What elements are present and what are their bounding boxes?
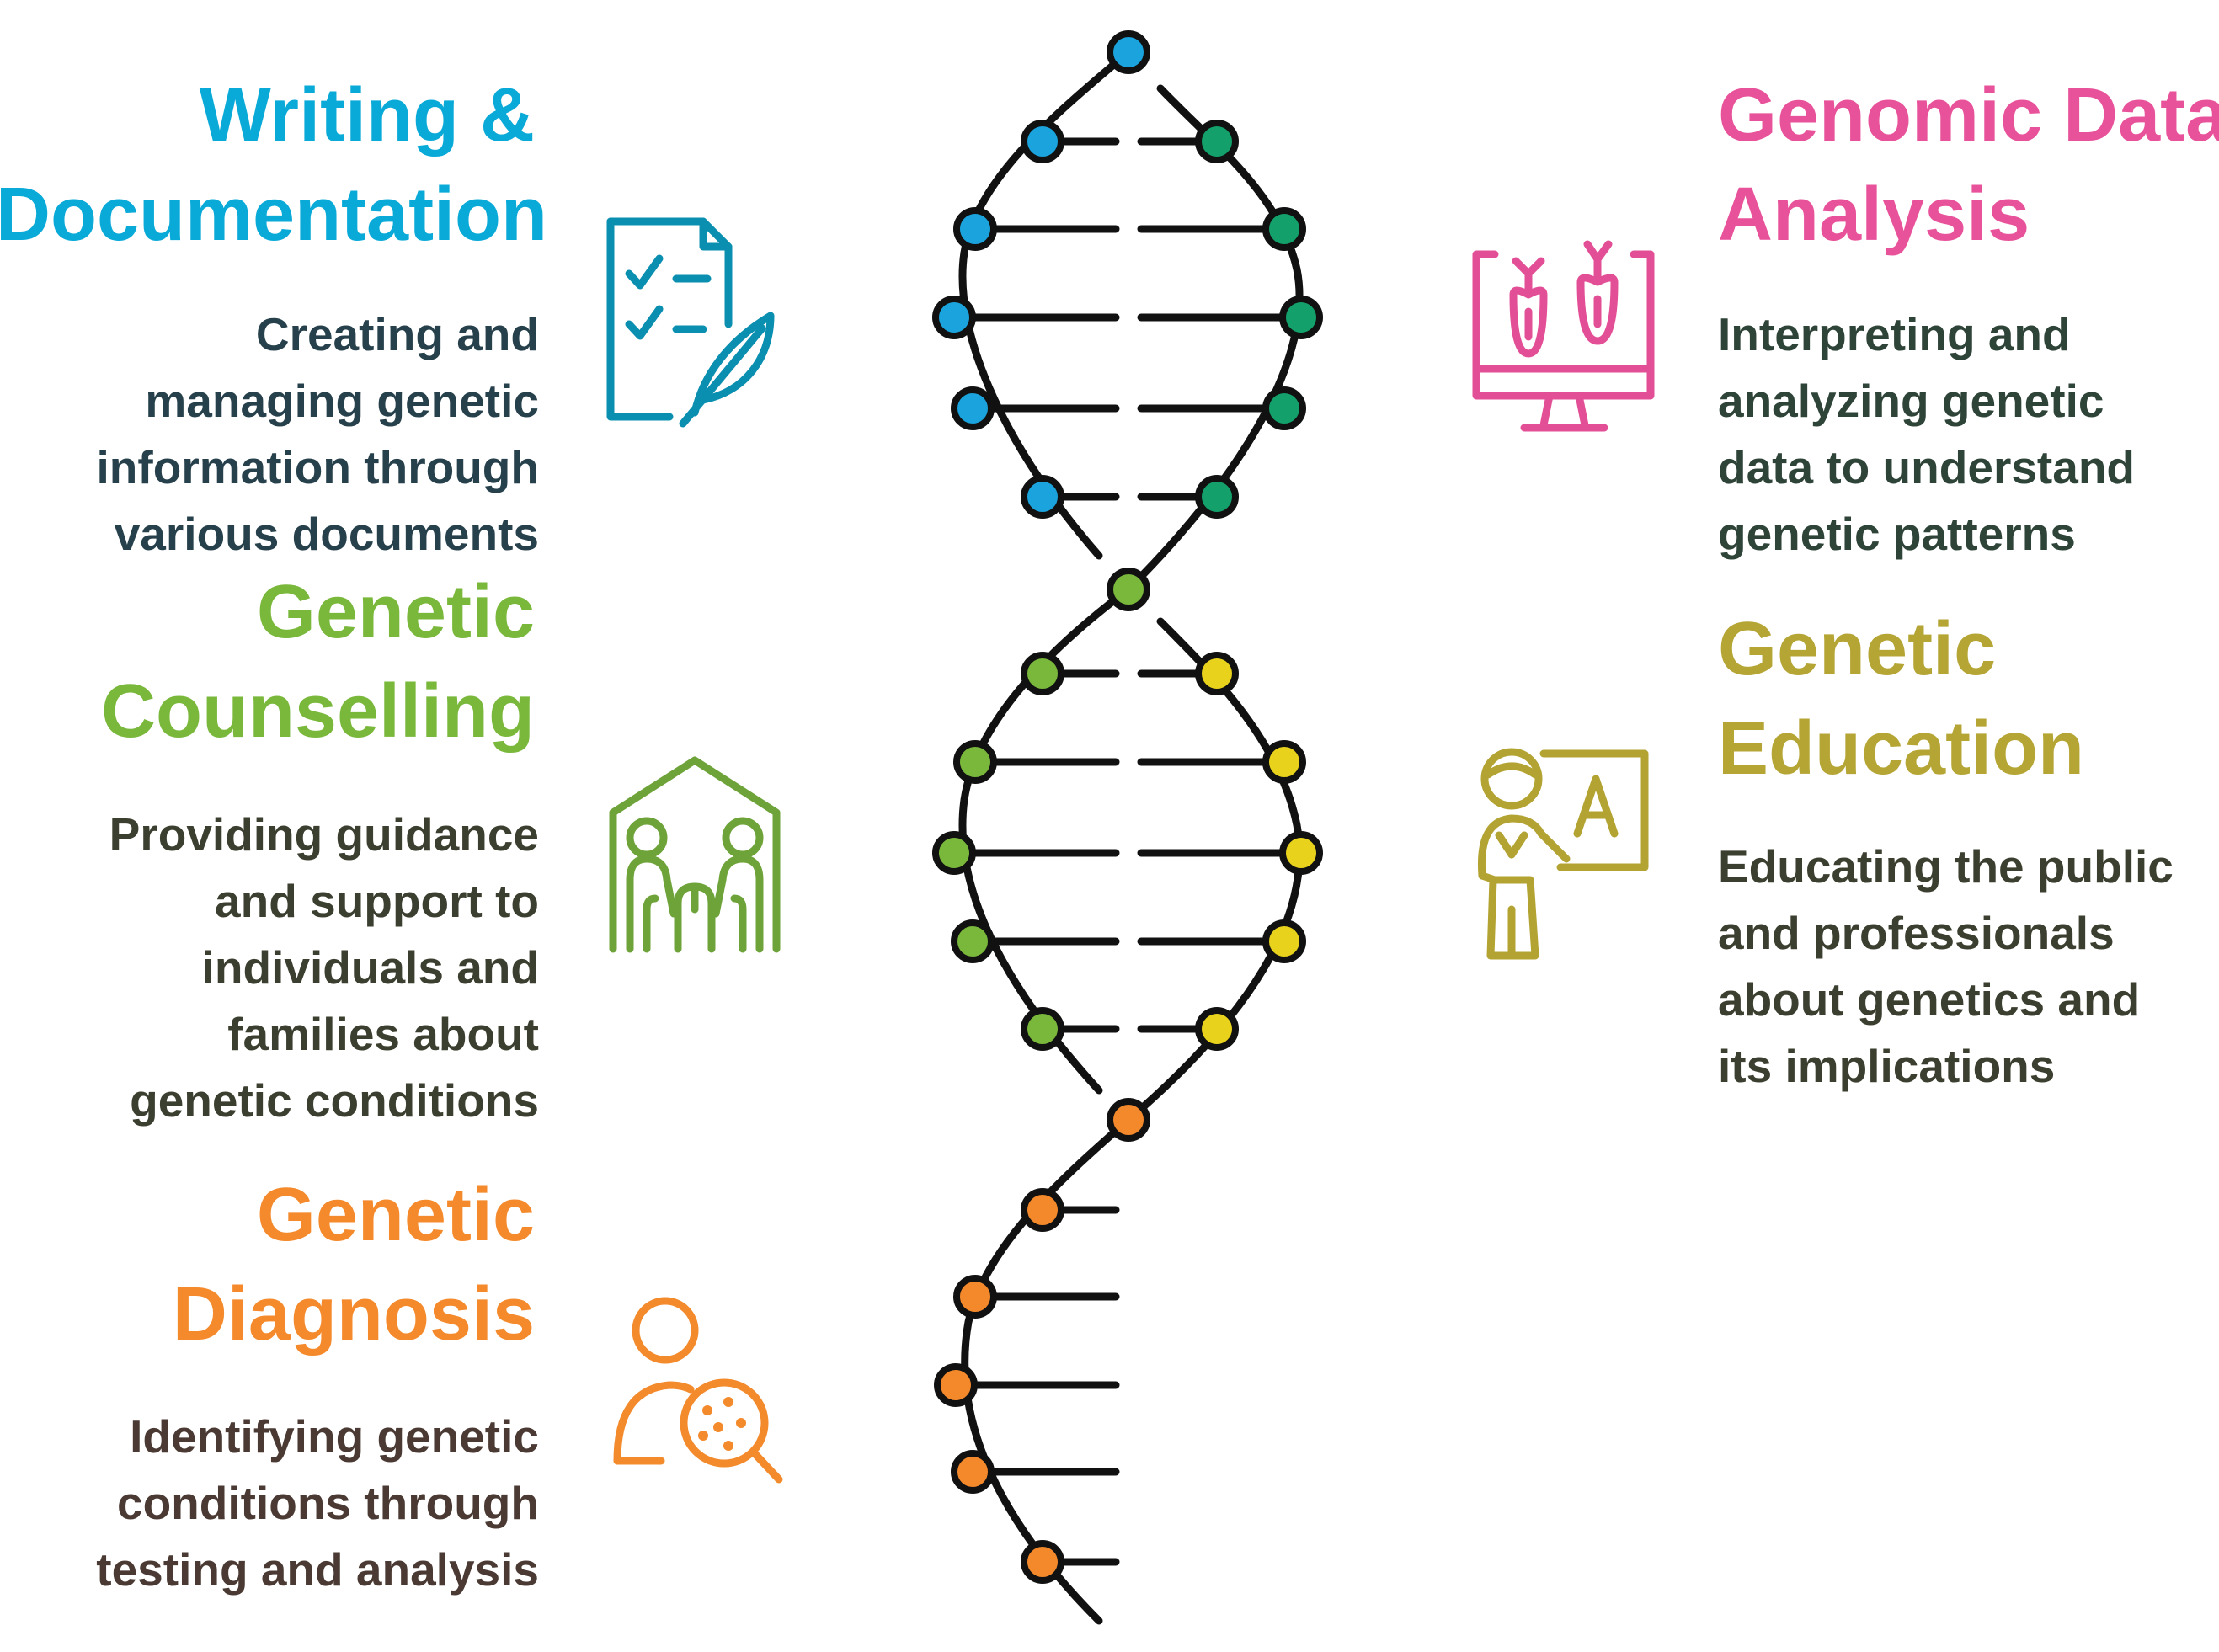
dna-base-node bbox=[1195, 652, 1239, 695]
dna-base-node bbox=[1195, 1007, 1239, 1051]
dna-base-node bbox=[1262, 207, 1306, 251]
dna-base-node bbox=[932, 296, 976, 339]
dna-base-node bbox=[1021, 1007, 1064, 1051]
dna-base-node bbox=[1195, 120, 1239, 163]
dna-base-node bbox=[953, 1275, 997, 1319]
dna-base-node bbox=[932, 831, 976, 875]
dna-base-node bbox=[951, 1450, 995, 1494]
dna-base-node bbox=[1107, 1098, 1150, 1142]
dna-base-node bbox=[951, 919, 995, 963]
dna-base-node bbox=[1021, 1540, 1064, 1584]
dna-base-node bbox=[1262, 919, 1306, 963]
counselling-description-line: genetic conditions bbox=[130, 1074, 539, 1127]
education-title-line: Genetic bbox=[1718, 607, 1997, 691]
genomic-description-line: Interpreting and bbox=[1718, 308, 2071, 360]
genetic-diagnosis-description: Identifying genetic conditions through tes… bbox=[0, 1404, 539, 1603]
diagnosis-title-line: Genetic bbox=[256, 1173, 535, 1257]
family-house-icon bbox=[609, 756, 781, 953]
dna-base-node bbox=[953, 207, 997, 251]
education-description-line: Educating the public bbox=[1718, 840, 2174, 893]
diagnosis-title-line: Diagnosis bbox=[172, 1272, 535, 1356]
dna-base-node bbox=[934, 1363, 978, 1407]
genomic-description-line: analyzing genetic bbox=[1718, 375, 2104, 427]
dna-backbone-strand bbox=[958, 585, 1133, 1095]
diagnosis-description-line: conditions through bbox=[116, 1477, 539, 1529]
teacher-board-icon bbox=[1477, 748, 1649, 960]
dna-base-node bbox=[1107, 30, 1150, 74]
genomic-title-line: Analysis bbox=[1718, 173, 2030, 257]
education-description-line: and professionals bbox=[1718, 907, 2115, 959]
dna-base-node bbox=[1195, 475, 1239, 519]
counselling-title-line: Genetic bbox=[256, 570, 535, 654]
writing-description-line: various documents bbox=[114, 508, 539, 560]
education-title-line: Education bbox=[1718, 706, 2085, 791]
writing-documentation-description: Creating and managing genetic information … bbox=[0, 301, 539, 568]
genomic-data-analysis-description: Interpreting and analyzing genetic data to… bbox=[1718, 301, 2215, 568]
counselling-title-line: Counselling bbox=[101, 669, 535, 754]
dna-base-node bbox=[1107, 568, 1150, 611]
person-magnifier-icon bbox=[613, 1297, 783, 1484]
writing-title-line: Writing & bbox=[199, 73, 535, 157]
dna-base-node bbox=[1279, 831, 1323, 875]
writing-documentation-section: Writing & Documentation bbox=[0, 66, 548, 264]
writing-title-line: Documentation bbox=[0, 173, 548, 257]
dna-base-node bbox=[951, 386, 995, 430]
genomic-description-line: genetic patterns bbox=[1718, 508, 2076, 560]
genetic-counselling-description: Providing guidance and support to individu… bbox=[0, 802, 539, 1134]
writing-documentation-title: Writing & Documentation bbox=[0, 66, 548, 264]
dna-base-node bbox=[953, 740, 997, 784]
counselling-description-line: individuals and bbox=[201, 941, 539, 994]
dna-backbone-strand bbox=[961, 1116, 1133, 1625]
document-checklist-quill-icon bbox=[606, 217, 775, 428]
counselling-description-line: and support to bbox=[215, 875, 539, 927]
diagnosis-description-line: Identifying genetic bbox=[130, 1410, 539, 1463]
dna-base-node bbox=[1021, 1188, 1064, 1232]
writing-description-line: information through bbox=[96, 441, 539, 493]
dna-base-node bbox=[1262, 386, 1306, 430]
education-description-line: its implications bbox=[1718, 1040, 2056, 1092]
dna-base-node bbox=[1021, 475, 1064, 519]
writing-description-line: managing genetic bbox=[145, 375, 539, 427]
dna-backbone-strand bbox=[958, 48, 1133, 560]
dna-base-node bbox=[1279, 296, 1323, 339]
education-description-line: about genetics and bbox=[1718, 973, 2141, 1026]
writing-description-line: Creating and bbox=[255, 308, 539, 360]
genetic-education-description: Educating the public and professionals abo… bbox=[1718, 834, 2215, 1100]
monitor-chromosomes-icon bbox=[1472, 240, 1655, 432]
counselling-description-line: Providing guidance bbox=[109, 808, 539, 861]
counselling-description-line: families about bbox=[227, 1008, 539, 1060]
genomic-title-line: Genomic Data bbox=[1718, 73, 2219, 157]
genomic-description-line: data to understand bbox=[1718, 441, 2136, 493]
diagnosis-description-line: testing and analysis bbox=[96, 1543, 539, 1596]
dna-base-node bbox=[1262, 740, 1306, 784]
dna-base-node bbox=[1021, 652, 1064, 695]
dna-base-node bbox=[1021, 120, 1064, 163]
